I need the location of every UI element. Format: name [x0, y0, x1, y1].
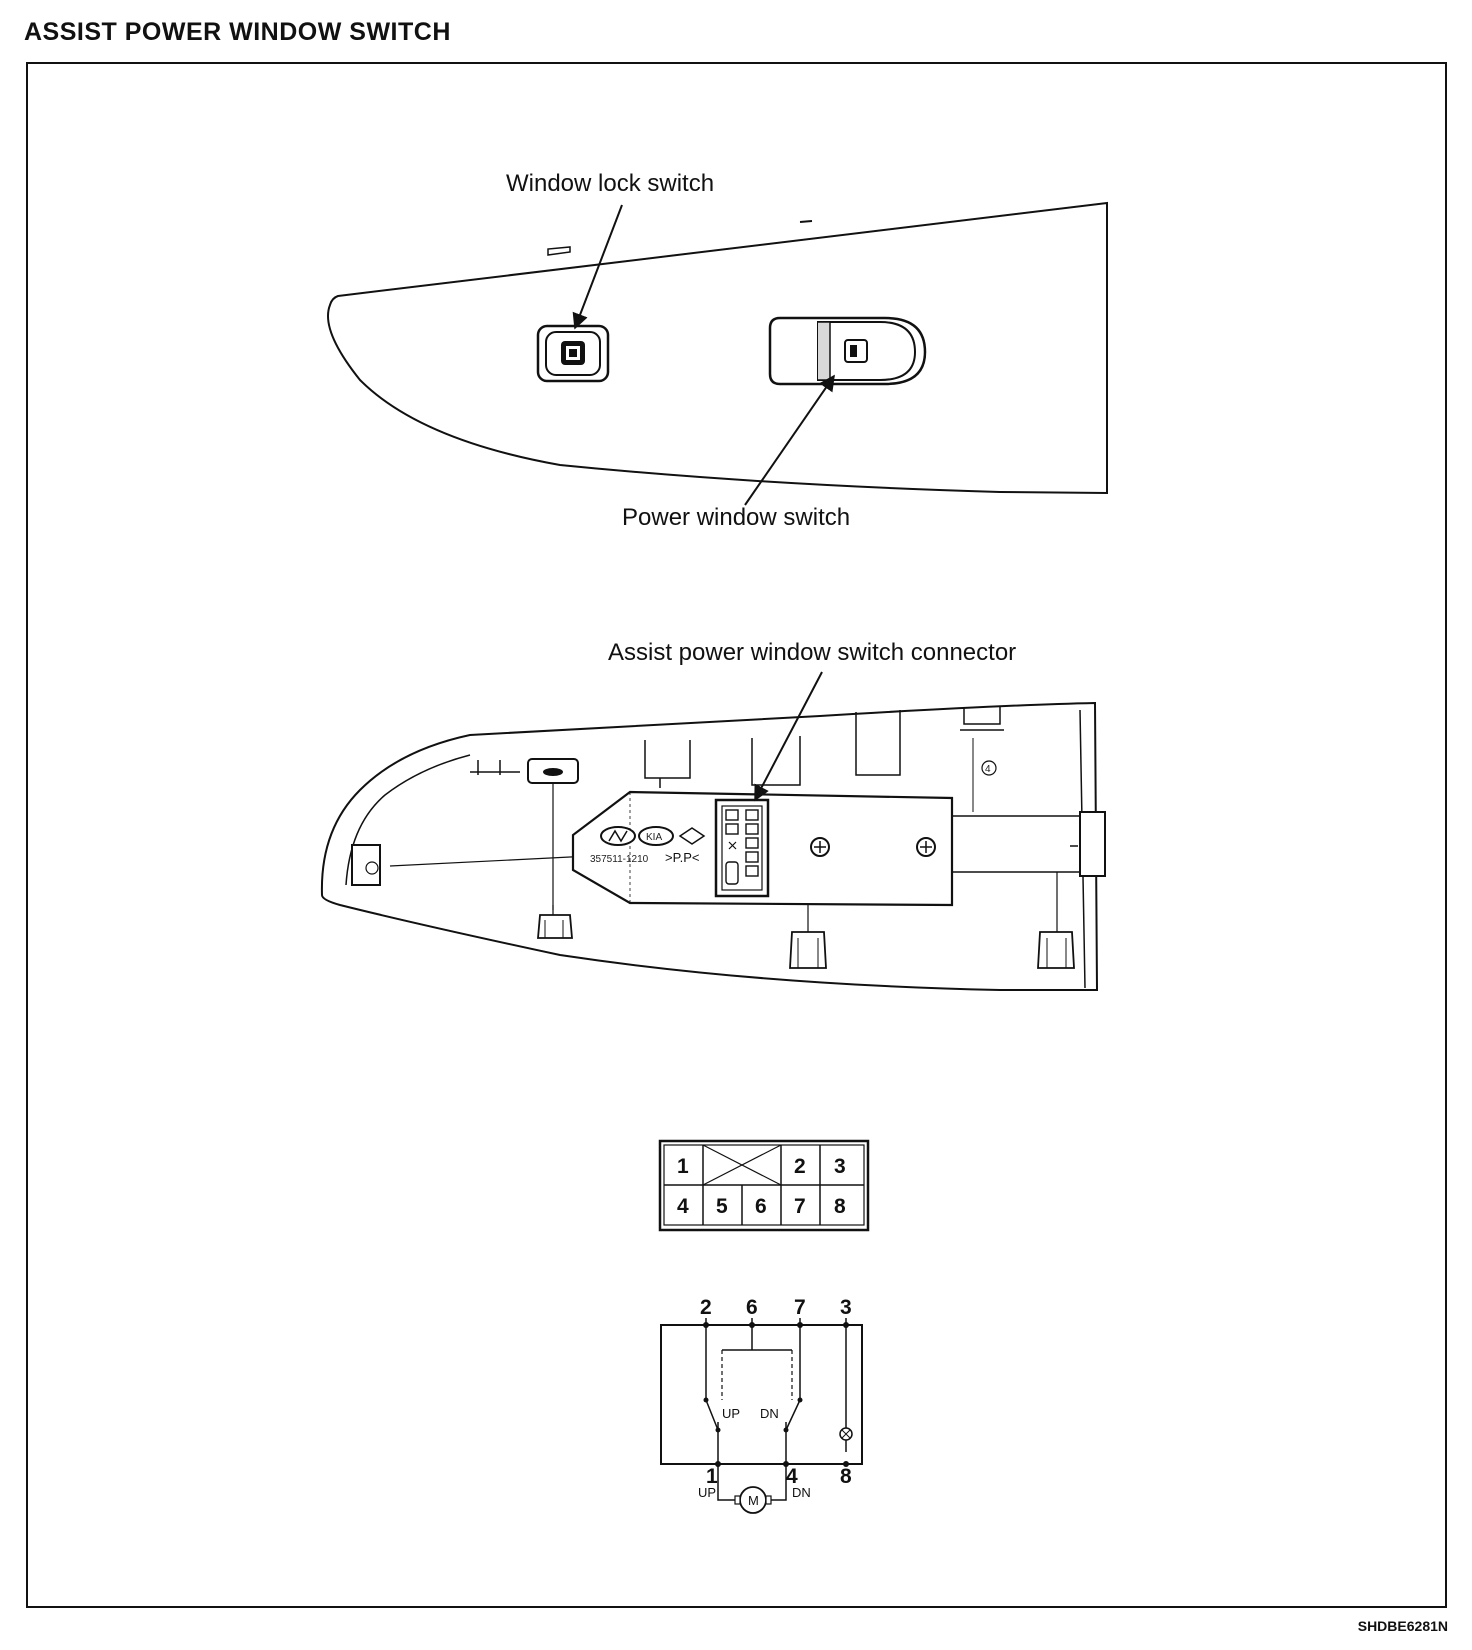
material-mark-text: >P.P< [665, 850, 699, 865]
pin-5: 5 [716, 1195, 728, 1218]
switch-module-housing: KIA 357511-1210 >P.P< [571, 790, 954, 907]
motor-up-label: UP [698, 1485, 716, 1500]
pin-7: 7 [794, 1195, 806, 1218]
power-window-switch-arrow [744, 374, 835, 506]
terminal-1: 1 [706, 1465, 718, 1488]
switch-dn-label: DN [760, 1406, 779, 1421]
power-window-switch-label: Power window switch [622, 504, 850, 531]
part-number-text: 357511-1210 [590, 854, 649, 865]
pin-2: 2 [794, 1155, 806, 1178]
connector-pin-layout [658, 1139, 870, 1232]
figure-frame [26, 62, 1447, 1608]
terminal-7: 7 [794, 1296, 806, 1319]
pin-3: 3 [834, 1155, 846, 1178]
window-lock-switch-arrow [572, 204, 623, 330]
connector-arrow [754, 671, 823, 802]
motor-label: M [748, 1493, 759, 1508]
motor-dn-label: DN [792, 1485, 811, 1500]
pin-8: 8 [834, 1195, 846, 1218]
switch-up-label: UP [722, 1406, 740, 1421]
panel-ref-number: 4 [985, 764, 991, 775]
pin-6: 6 [755, 1195, 767, 1218]
connector-label: Assist power window switch connector [608, 639, 1016, 666]
terminal-4: 4 [786, 1465, 798, 1488]
page-title: ASSIST POWER WINDOW SWITCH [24, 18, 451, 46]
pin-1: 1 [677, 1155, 689, 1178]
terminal-6: 6 [746, 1296, 758, 1319]
terminal-2: 2 [700, 1296, 712, 1319]
figure-code: SHDBE6281N [1357, 1618, 1448, 1634]
power-window-switch[interactable] [768, 316, 927, 386]
circuit-schematic [660, 1318, 863, 1514]
window-lock-switch[interactable] [536, 324, 610, 383]
window-lock-switch-label: Window lock switch [506, 170, 714, 197]
switch-panel-top-view [327, 201, 1108, 495]
pin-4: 4 [677, 1195, 689, 1218]
terminal-8: 8 [840, 1465, 852, 1488]
kia-logo-text: KIA [646, 832, 662, 843]
terminal-3: 3 [840, 1296, 852, 1319]
